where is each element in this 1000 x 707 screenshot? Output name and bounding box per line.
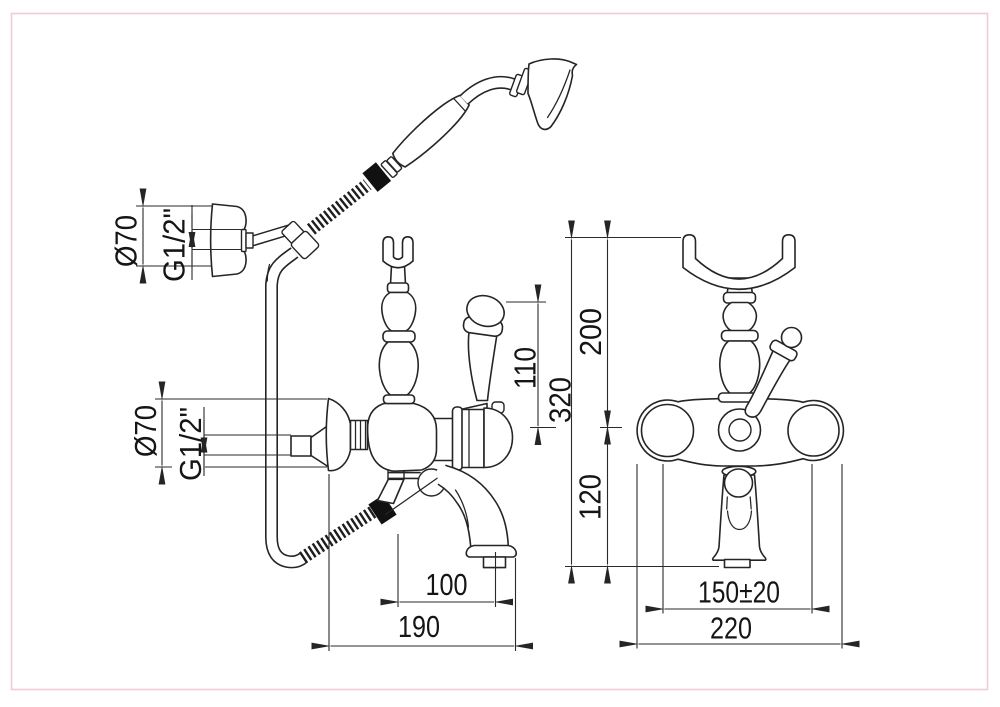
dim-label-cradle-height: 200 (573, 308, 608, 356)
front-view (209, 58, 578, 569)
lever-handle (462, 294, 505, 402)
left-handle-skirt (640, 403, 695, 458)
dim-label-overall-height: 320 (542, 377, 577, 423)
hose-corrugation-lower (298, 503, 382, 564)
spout-aerator (482, 556, 507, 569)
spout-root-pipe (388, 471, 421, 480)
dim-total-projection: 190 (311, 474, 533, 651)
dim-overall-width: 220 (619, 464, 860, 649)
lever-handle-side (744, 326, 803, 418)
mixer-body (366, 402, 438, 472)
dim-union-diameter: Ø70 (128, 381, 327, 485)
hose-corrugation-upper (306, 179, 372, 235)
dim-overall-height: 320 (542, 220, 577, 584)
page-frame (10, 12, 989, 691)
shower-head (527, 58, 578, 131)
dim-outlet-drop: 120 (572, 410, 611, 584)
hose-connector-cone (376, 478, 405, 505)
shower-hose (265, 247, 309, 569)
dim-label-union-diameter: Ø70 (128, 405, 163, 457)
dim-union-thread: G1/2" (173, 407, 291, 481)
dim-bracket-thread: G1/2" (156, 205, 241, 282)
column-side (717, 301, 762, 403)
shower-handle (391, 94, 470, 168)
dim-label-lever-height: 110 (507, 347, 542, 389)
hand-shower (380, 58, 578, 179)
dim-label-union-thread: G1/2" (173, 407, 208, 481)
cradle-fork-side (682, 234, 796, 304)
dim-lever-height: 110 (506, 284, 556, 445)
dim-label-bracket-thread: G1/2" (156, 208, 191, 282)
dim-label-spout-reach: 100 (426, 567, 468, 602)
union-taper (310, 424, 329, 468)
wall-bracket (209, 203, 254, 278)
dim-cradle-height: 200 (573, 220, 611, 445)
right-handle-skirt (787, 404, 840, 457)
dim-label-bracket-diameter: Ø70 (108, 215, 143, 267)
dim-spout-reach: 100 (380, 534, 513, 607)
cradle-fork (382, 236, 414, 294)
spout-aerator-side (723, 558, 751, 569)
dimensions: Ø70 G1/2" Ø70 G1/2" 110 (108, 188, 860, 651)
bracket-nipple (245, 232, 254, 249)
hose-nut-upper (362, 162, 392, 192)
column (378, 291, 420, 405)
dim-label-union-centers: 150±20 (698, 575, 780, 610)
dim-union-centers: 150±20 (645, 464, 830, 614)
union-square-end (290, 435, 312, 457)
diverter-pull-line (384, 470, 449, 516)
valve-assembly (451, 401, 514, 471)
wall-union (290, 397, 369, 472)
shower-holder-ring (281, 220, 320, 260)
dim-bracket-diameter: Ø70 (108, 188, 212, 284)
dim-label-outlet-drop: 120 (572, 474, 607, 520)
diverter-ring-side (723, 468, 754, 498)
tub-spout (437, 464, 518, 569)
hose-nut-lower (368, 494, 397, 525)
union-flange (325, 397, 352, 472)
spout-mouth (465, 544, 518, 558)
side-view-extension-lines (565, 236, 719, 568)
spout-side (711, 465, 767, 569)
center-screw (728, 418, 752, 442)
side-view (636, 234, 845, 569)
dim-label-overall-width: 220 (710, 611, 752, 646)
dim-label-total-projection: 190 (398, 609, 440, 644)
